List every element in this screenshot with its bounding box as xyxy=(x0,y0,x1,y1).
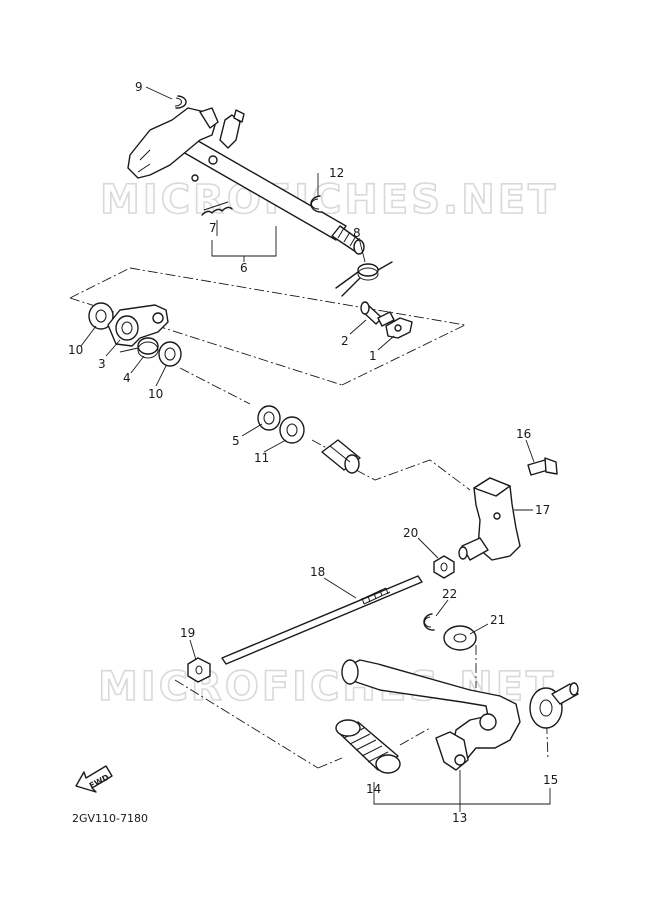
callout-15: 15 xyxy=(543,773,558,787)
callout-19: 19 xyxy=(180,626,195,640)
circlip-9 xyxy=(174,95,187,109)
stopper-1 xyxy=(385,317,413,339)
washer-10-lower xyxy=(158,341,182,367)
nut-19 xyxy=(187,657,211,683)
callout-16: 16 xyxy=(516,427,531,441)
callout-10-upper: 10 xyxy=(68,343,83,357)
callout-1: 1 xyxy=(369,349,377,363)
callout-11: 11 xyxy=(254,451,269,465)
leader-lines xyxy=(80,86,551,812)
callout-8: 8 xyxy=(353,226,361,240)
shift-shaft-6 xyxy=(127,107,365,255)
seal-5 xyxy=(257,405,281,431)
callout-18: 18 xyxy=(310,565,325,579)
callout-2: 2 xyxy=(341,334,349,348)
diagram-code: 2GV110-7180 xyxy=(72,812,148,825)
callout-7: 7 xyxy=(209,221,217,235)
callout-6: 6 xyxy=(240,261,248,275)
collar xyxy=(321,439,361,474)
torsion-spring-8 xyxy=(335,261,393,297)
circlip-22 xyxy=(423,613,435,631)
callout-5: 5 xyxy=(232,434,240,448)
callout-17: 17 xyxy=(535,503,550,517)
callout-3: 3 xyxy=(98,357,106,371)
washer-21 xyxy=(443,625,477,651)
shift-rod-18 xyxy=(221,575,423,665)
callout-22: 22 xyxy=(442,587,457,601)
callout-4: 4 xyxy=(123,371,131,385)
callout-numbers: 9 12 7 6 8 2 1 10 3 4 10 5 11 16 17 20 1… xyxy=(68,80,558,825)
pedal-rubber-14 xyxy=(335,719,401,774)
spring-4 xyxy=(119,337,159,359)
lever-3 xyxy=(107,304,169,347)
callout-9: 9 xyxy=(135,80,143,94)
shift-arm-17 xyxy=(458,477,521,561)
callout-21: 21 xyxy=(490,613,505,627)
fwd-arrow-icon: FWD xyxy=(75,765,113,793)
spring-7 xyxy=(201,201,233,216)
callout-13: 13 xyxy=(452,811,467,825)
washer-10-upper xyxy=(88,302,114,330)
bolt-16 xyxy=(527,457,558,476)
callout-20: 20 xyxy=(403,526,418,540)
shift-pedal-13 xyxy=(341,659,521,771)
circlip-12 xyxy=(310,195,323,213)
washer-11 xyxy=(279,416,305,444)
bolt-2 xyxy=(360,301,395,327)
callout-14: 14 xyxy=(366,782,381,796)
callout-12: 12 xyxy=(329,166,344,180)
nut-20 xyxy=(433,555,455,579)
callout-10-lower: 10 xyxy=(148,387,163,401)
joint-15 xyxy=(529,682,579,729)
